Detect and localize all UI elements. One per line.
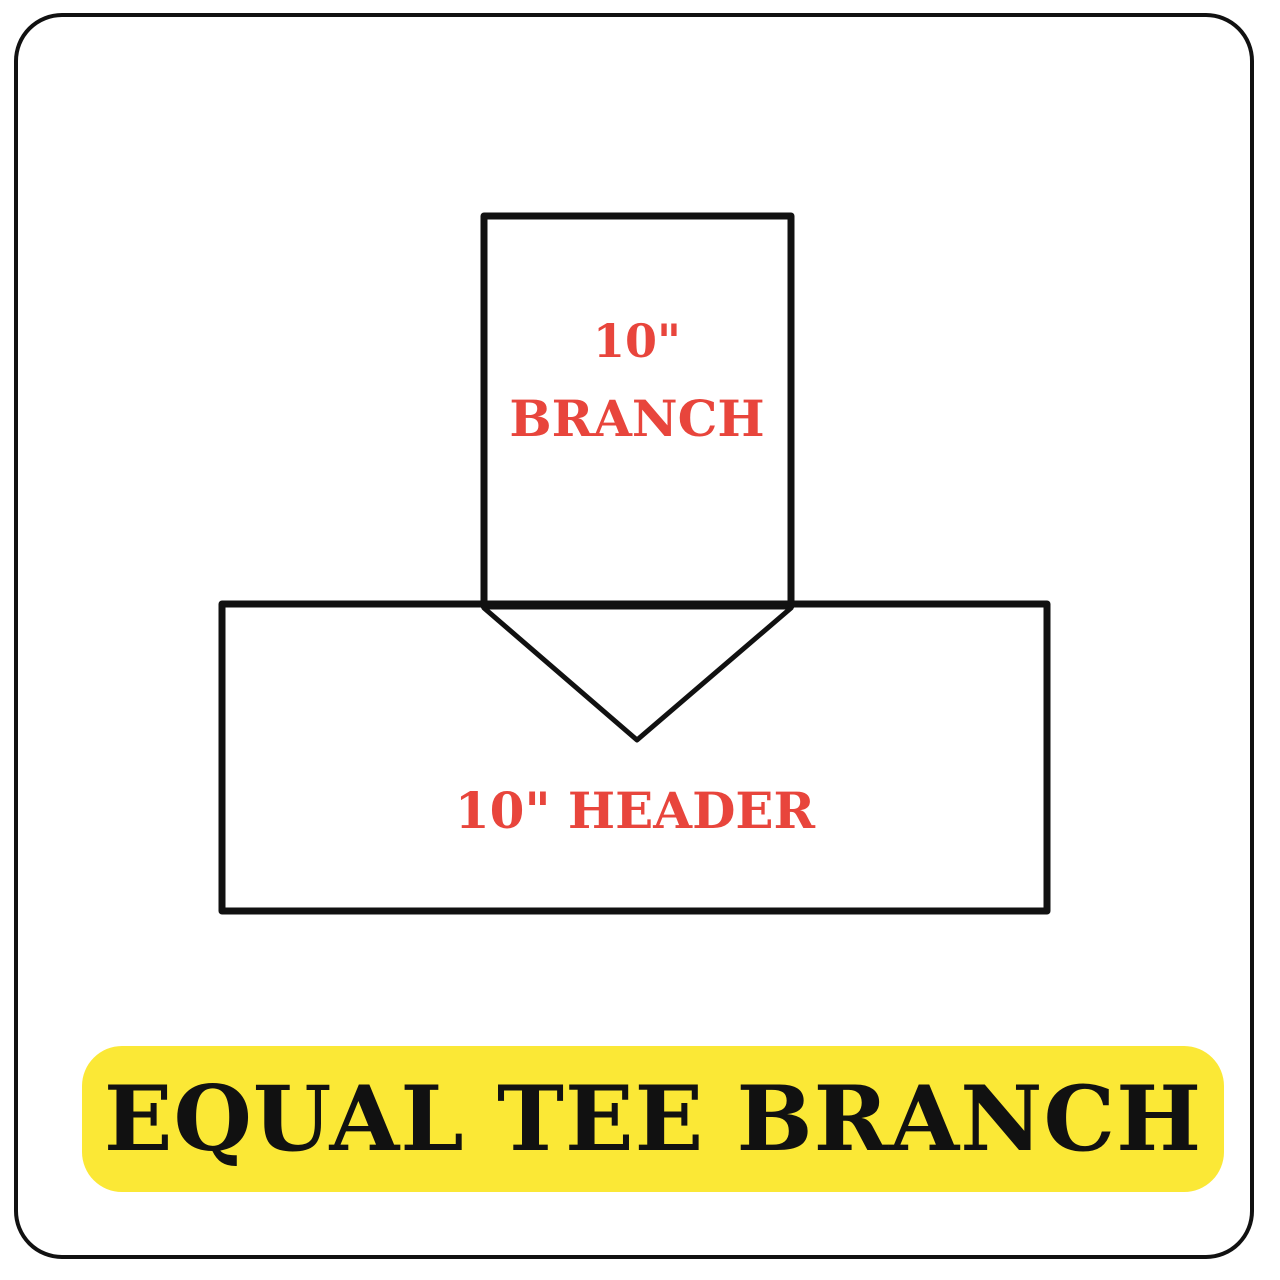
branch-name-label: BRANCH	[509, 389, 765, 448]
branch-intersection-v	[481, 605, 794, 743]
diagram-title: EQUAL TEE BRANCH	[103, 1066, 1203, 1172]
title-banner: EQUAL TEE BRANCH	[82, 1046, 1224, 1192]
branch-size-label: 10"	[593, 314, 681, 368]
header-label: 10" HEADER	[454, 781, 816, 840]
header-pipe-rect	[218, 600, 1051, 915]
